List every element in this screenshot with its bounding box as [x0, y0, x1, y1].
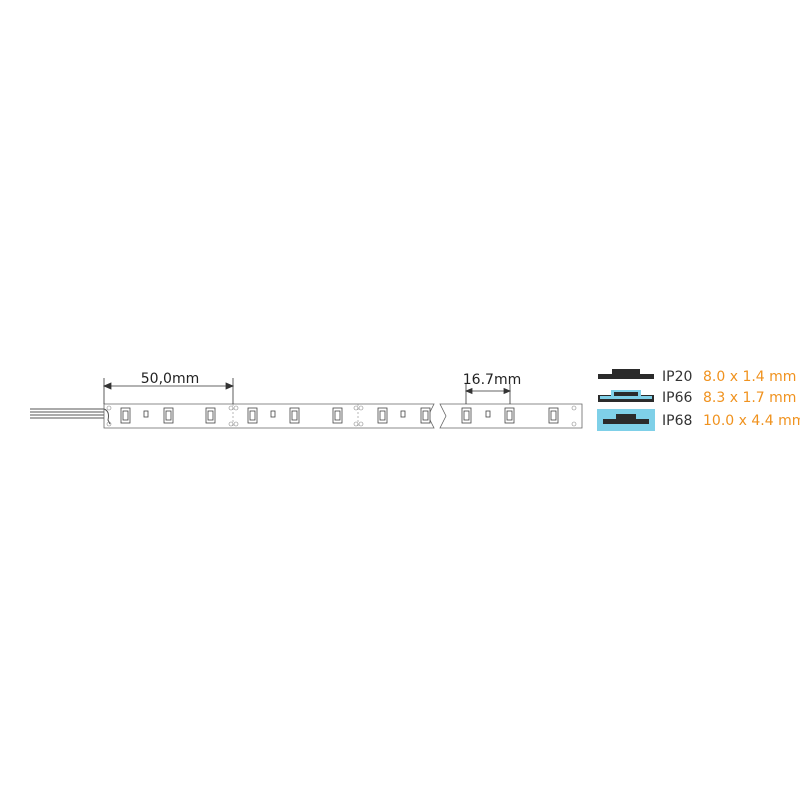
ip20-profile-icon — [598, 369, 654, 379]
ip68-size: 10.0 x 4.4 mm — [703, 413, 800, 429]
ip20-size: 8.0 x 1.4 mm — [703, 369, 796, 385]
resistors — [143, 410, 491, 418]
pitch-dimension — [102, 378, 235, 404]
ip66-size: 8.3 x 1.7 mm — [703, 390, 796, 406]
ip68-code: IP68 — [662, 413, 692, 429]
pitch-label: 50,0mm — [141, 371, 199, 387]
ip66-profile-icon — [598, 390, 654, 402]
led-spacing-dimension — [464, 384, 512, 404]
leds — [120, 407, 559, 424]
led-spacing-label: 16.7mm — [463, 372, 521, 388]
lead-wires — [30, 408, 111, 425]
ip20-code: IP20 — [662, 369, 692, 385]
ip66-code: IP66 — [662, 390, 692, 406]
strip-body — [103, 403, 583, 429]
ip68-profile-icon — [597, 409, 655, 431]
cut-marks — [106, 404, 577, 428]
